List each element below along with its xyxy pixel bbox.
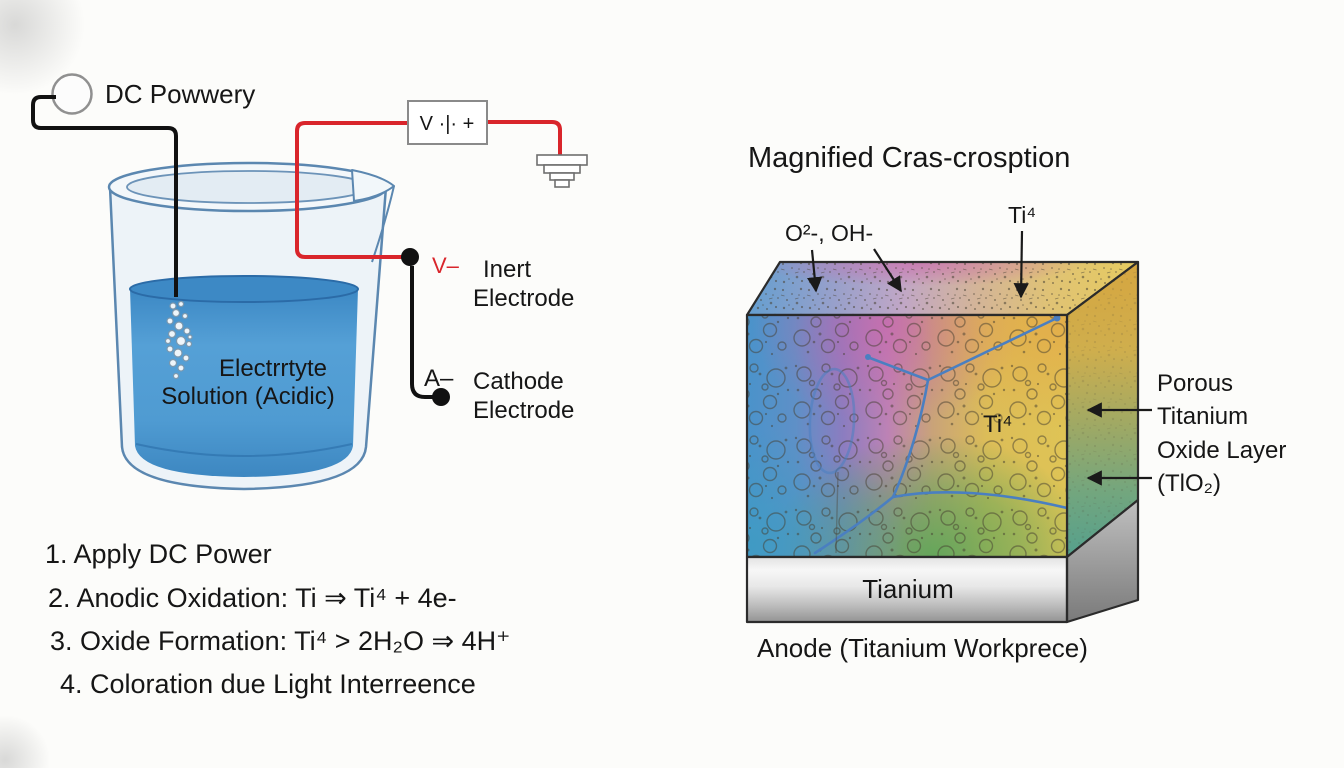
power-wire-black — [31, 95, 178, 297]
inert-terminal-dot — [401, 248, 419, 266]
ion-arrow-1 — [806, 249, 823, 293]
voltmeter-label: V ·|· + — [420, 113, 475, 135]
voltmeter-box: V ·|· + — [407, 100, 488, 145]
beaker-spout — [351, 169, 395, 202]
ti-ion-label: Ti⁴ — [1008, 202, 1036, 228]
bubbles — [164, 300, 193, 380]
oxide-layer-label-line2: Titanium — [1157, 403, 1248, 430]
process-steps: 1. Apply DC Power 2. Anodic Oxidation: T… — [45, 539, 510, 699]
cathode-terminal-label: A– — [424, 365, 454, 392]
process-step-2: 2. Anodic Oxidation: Ti ⇒ Ti⁴ + 4e- — [48, 583, 457, 613]
corner-smudge — [0, 715, 50, 768]
electrolyte-liquid — [129, 275, 359, 477]
dc-power-label: DC Powwery — [105, 79, 255, 109]
magnified-cross-section: Magnified Cras-crosption — [745, 142, 1286, 663]
ti-inner-label: Ti⁴ — [983, 411, 1012, 438]
cathode-wire — [410, 266, 434, 399]
cathode-terminal-dot — [432, 388, 450, 406]
electrolysis-cell: V ·|· + DC Powwery V– Inert Electrode A–… — [31, 73, 588, 491]
titanium-substrate-side — [1067, 500, 1138, 622]
oxide-layer-label-line3: Oxide Layer — [1157, 437, 1286, 464]
solution-label-line1: Electrrtyte — [219, 355, 327, 382]
oxide-cube-front-face: Ti⁴ — [745, 313, 1069, 559]
cathode-electrode-label-line1: Cathode — [473, 368, 564, 395]
oxide-layer-label-line1: Porous — [1157, 370, 1233, 397]
inert-terminal-label: V– — [432, 253, 460, 278]
stepped-connector-icon — [536, 154, 588, 188]
dc-power-source-icon — [51, 73, 93, 115]
ions-label: O²-, OH- — [785, 220, 873, 246]
meter-wire-red — [487, 120, 562, 155]
beaker-rim — [107, 161, 395, 263]
process-step-1: 1. Apply DC Power — [45, 539, 272, 569]
oxide-layer-label-line4: (TlO₂) — [1157, 470, 1221, 497]
titanium-substrate: Tianium — [745, 498, 1140, 624]
magnified-title: Magnified Cras-crosption — [748, 142, 1070, 174]
ion-arrow-2 — [873, 248, 902, 293]
oxide-layer-label: Porous Titanium Oxide Layer (TlO₂) — [1157, 370, 1286, 497]
power-wire-red — [295, 121, 408, 259]
cube-caption: Anode (Titanium Workprece) — [757, 633, 1088, 663]
inert-electrode-label-line2: Electrode — [473, 285, 574, 312]
titanium-substrate-front — [747, 557, 1067, 622]
solution-label-line2: Solution (Acidic) — [161, 383, 334, 410]
cathode-electrode-label-line2: Electrode — [473, 397, 574, 424]
process-step-4: 4. Coloration due Light Interreence — [60, 669, 476, 699]
oxide-cube-top-face — [745, 260, 1140, 317]
substrate-label: Tianium — [862, 574, 954, 604]
inert-electrode-label-line1: Inert — [483, 256, 531, 283]
process-step-3: 3. Oxide Formation: Ti⁴ > 2H₂O ⇒ 4H⁺ — [50, 626, 510, 656]
grain-boundary-lines — [808, 315, 1067, 555]
ti-ion-arrow — [1013, 230, 1029, 299]
corner-smudge — [0, 0, 85, 95]
